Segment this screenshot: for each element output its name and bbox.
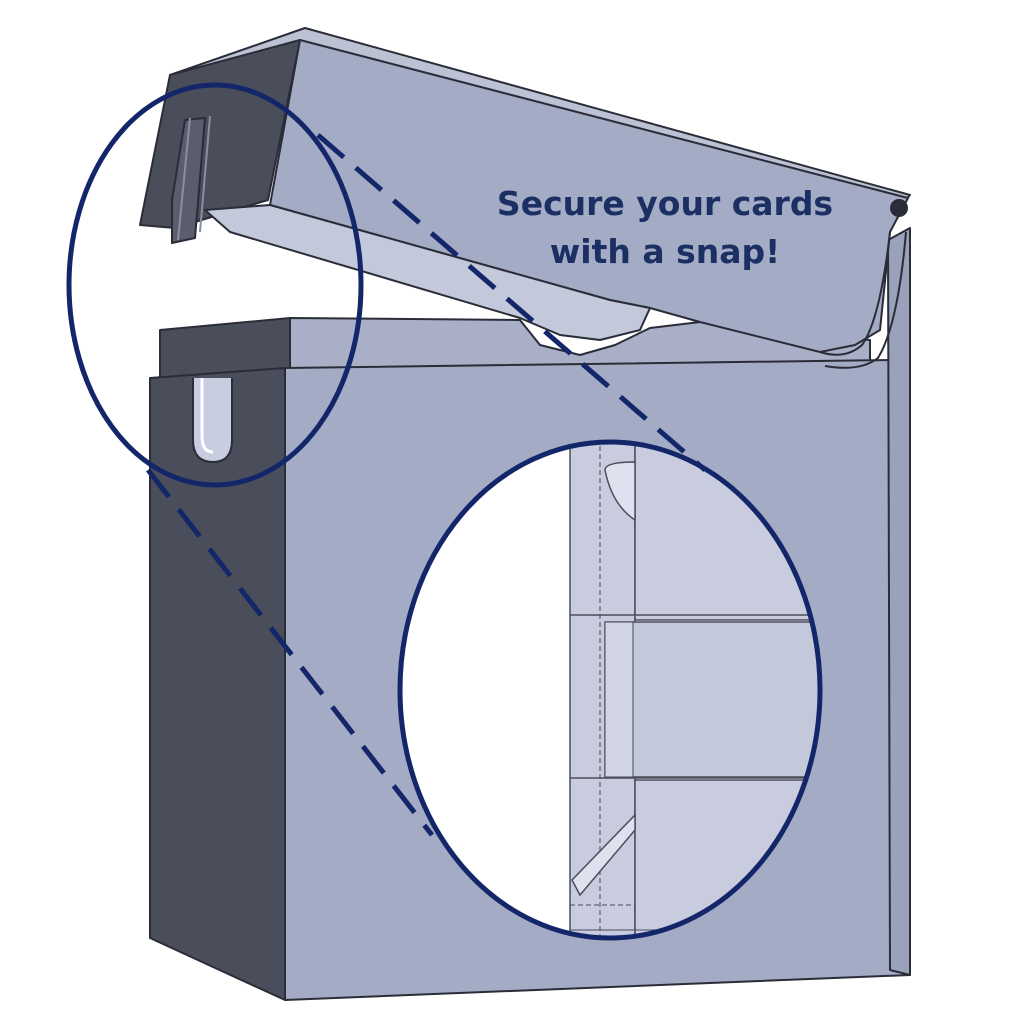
zoom-snap-catch-bottom	[571, 813, 636, 897]
box-side-panel	[149, 367, 286, 1001]
zoom-panel-middle	[604, 621, 820, 778]
zoom-snap-catch-top	[604, 461, 636, 522]
box-right-edge	[887, 227, 911, 976]
callout-circle-zoom	[397, 439, 823, 941]
side-slot	[192, 378, 233, 463]
callout-circle-source	[66, 82, 364, 488]
callout-leader-bottom	[146, 468, 434, 837]
callout	[66, 82, 823, 941]
callout-leader-top	[316, 133, 707, 472]
hinge-pin	[890, 199, 908, 217]
box-lid	[139, 27, 911, 369]
lid-underside	[204, 204, 651, 341]
